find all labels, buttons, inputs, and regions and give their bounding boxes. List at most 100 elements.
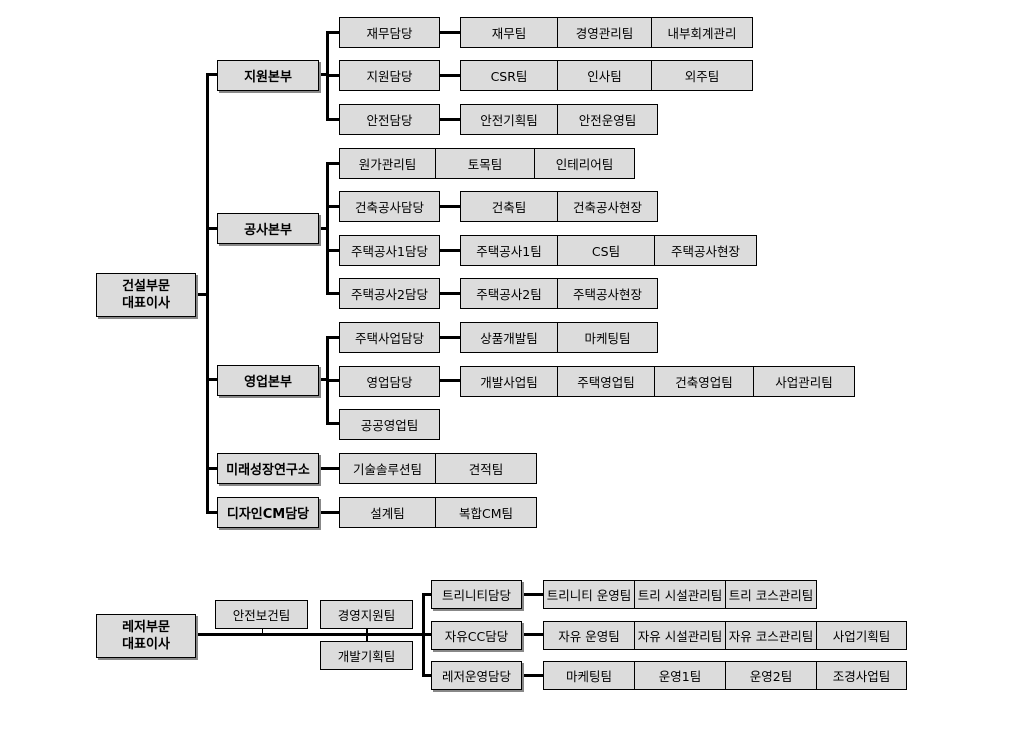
ceo-line-1: 건설부문 [122, 279, 170, 294]
construction-ceo-box: 건설부문 대표이사 [96, 273, 196, 317]
team-head-box: 재무담당 [339, 17, 440, 48]
sub-team-box: 인테리어팀 [534, 148, 635, 179]
team-head-box: 원가관리팀 [339, 148, 436, 179]
connector [318, 227, 328, 230]
staff-team-box: 안전보건팀 [215, 600, 308, 629]
sub-team-box: 트리 코스관리팀 [725, 580, 817, 609]
team-head-box: 주택사업담당 [339, 322, 440, 353]
team-head-box: 주택공사1담당 [339, 235, 440, 266]
sub-team-box: 외주팀 [651, 60, 753, 91]
connector [326, 422, 340, 425]
sub-team-box: 개발사업팀 [460, 366, 558, 397]
connector [439, 118, 461, 121]
leisure-division-box: 자유CC담당 [431, 621, 522, 650]
connector [521, 674, 545, 677]
sub-team-box: 안전기획팀 [460, 104, 558, 135]
team-head-box: 안전담당 [339, 104, 440, 135]
connector [366, 628, 368, 642]
connector [206, 227, 218, 230]
sub-team-box: 마케팅팀 [543, 661, 635, 690]
team-head-box: 지원담당 [339, 60, 440, 91]
connector [422, 593, 432, 596]
connector [326, 292, 340, 295]
ceo-line-1: 레저부문 [122, 620, 170, 635]
connector [422, 633, 432, 636]
sub-team-box: 안전운영팀 [557, 104, 658, 135]
division-design-cm-box: 디자인CM담당 [217, 497, 319, 528]
sub-team-box: 주택공사1팀 [460, 235, 558, 266]
sub-team-box: 재무팀 [460, 17, 558, 48]
connector [422, 674, 432, 677]
connector [439, 205, 461, 208]
connector [326, 249, 340, 252]
sub-team-box: 트리 시설관리팀 [634, 580, 726, 609]
sub-team-box: 내부회계관리 [651, 17, 753, 48]
sub-team-box: 운영1팀 [634, 661, 726, 690]
sub-team-box: 인사팀 [557, 60, 652, 91]
sub-team-box: 사업기획팀 [816, 621, 907, 650]
connector [326, 205, 340, 208]
sub-team-box: 주택공사현장 [654, 235, 757, 266]
connector [326, 379, 340, 382]
connector [439, 249, 461, 252]
connector [326, 162, 329, 294]
team-head-box: 공공영업팀 [339, 409, 440, 440]
connector [206, 73, 209, 513]
connector [318, 511, 340, 514]
connector [439, 74, 461, 77]
sub-team-box: 자유 운영팀 [543, 621, 635, 650]
sub-team-box: 마케팅팀 [557, 322, 658, 353]
staff-team-box: 개발기획팀 [320, 641, 413, 670]
connector [206, 73, 218, 76]
division-support-box: 지원본부 [217, 60, 319, 91]
sub-team-box: 복합CM팀 [435, 497, 537, 528]
connector [326, 336, 340, 339]
sub-team-box: 자유 시설관리팀 [634, 621, 726, 650]
ceo-line-2: 대표이사 [122, 637, 170, 652]
sub-team-box: 사업관리팀 [753, 366, 855, 397]
connector [326, 118, 340, 121]
leisure-division-box: 트리니티담당 [431, 580, 522, 609]
sub-team-box: 건축영업팀 [654, 366, 754, 397]
sub-team-box: CSR팀 [460, 60, 558, 91]
team-head-box: 설계팀 [339, 497, 436, 528]
connector [326, 74, 340, 77]
ceo-line-2: 대표이사 [122, 296, 170, 311]
connector [206, 467, 218, 470]
connector [521, 633, 545, 636]
connector [439, 336, 461, 339]
sub-team-box: 자유 코스관리팀 [725, 621, 817, 650]
sub-team-box: 조경사업팀 [816, 661, 907, 690]
connector [196, 293, 208, 296]
sub-team-box: 트리니티 운영팀 [543, 580, 635, 609]
sub-team-box: CS팀 [557, 235, 655, 266]
sub-team-box: 주택공사2팀 [460, 278, 558, 309]
connector [196, 633, 424, 636]
sub-team-box: 운영2팀 [725, 661, 817, 690]
team-head-box: 건축공사담당 [339, 191, 440, 222]
sub-team-box: 토목팀 [435, 148, 535, 179]
leisure-ceo-box: 레저부문 대표이사 [96, 614, 196, 658]
connector [262, 628, 263, 634]
division-construction-box: 공사본부 [217, 213, 319, 244]
sub-team-box: 상품개발팀 [460, 322, 558, 353]
staff-team-box: 경영지원팀 [320, 600, 413, 629]
sub-team-box: 주택공사현장 [557, 278, 658, 309]
team-head-box: 영업담당 [339, 366, 440, 397]
connector [206, 378, 218, 381]
division-research-box: 미래성장연구소 [217, 453, 319, 484]
connector [206, 511, 218, 514]
connector [318, 378, 328, 381]
sub-team-box: 견적팀 [435, 453, 537, 484]
sub-team-box: 경영관리팀 [557, 17, 652, 48]
connector [318, 467, 340, 470]
leisure-division-box: 레저운영담당 [431, 661, 522, 690]
connector [439, 379, 461, 382]
sub-team-box: 건축팀 [460, 191, 558, 222]
team-head-box: 주택공사2담당 [339, 278, 440, 309]
connector [318, 73, 328, 76]
connector [326, 31, 340, 34]
division-sales-box: 영업본부 [217, 365, 319, 396]
sub-team-box: 건축공사현장 [557, 191, 658, 222]
